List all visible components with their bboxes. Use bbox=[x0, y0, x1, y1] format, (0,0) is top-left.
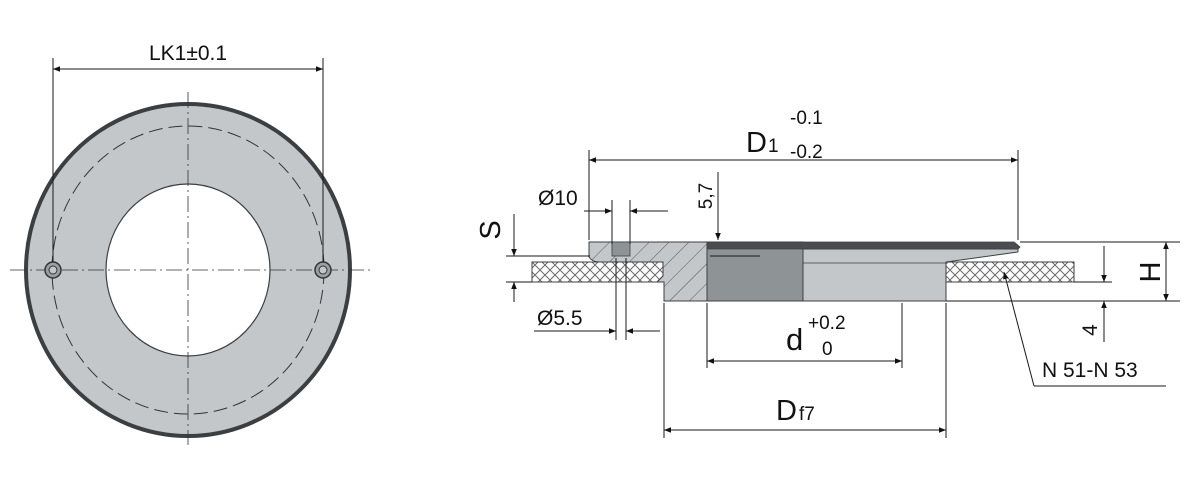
h-label: H bbox=[1135, 262, 1167, 283]
seal-leader-diagonal bbox=[1003, 271, 1035, 387]
d-label: d bbox=[786, 322, 803, 357]
top-view: LK1±0.1 bbox=[10, 42, 370, 445]
bolt-hole-left bbox=[44, 261, 62, 279]
bolt-hole-right bbox=[314, 261, 332, 279]
lk1-label: LK1±0.1 bbox=[149, 42, 227, 65]
d55-label: Ø5.5 bbox=[537, 307, 583, 330]
seal-note: N 51-N 53 bbox=[1042, 359, 1138, 382]
d-upper-tolerance: +0.2 bbox=[808, 313, 846, 334]
df7-subscript: f7 bbox=[799, 404, 815, 425]
dim57-label: 5,7 bbox=[696, 183, 717, 209]
step-bore bbox=[611, 241, 631, 257]
four-label: 4 bbox=[1079, 324, 1102, 336]
seal-insert bbox=[706, 241, 804, 302]
section-view: D 1 -0.1 -0.2 5,7 S Ø10 Ø5.5 d +0.2 0 bbox=[475, 108, 1180, 438]
d1-subscript: 1 bbox=[768, 136, 779, 157]
ring-section-hatched bbox=[588, 241, 708, 302]
d1-upper-tolerance: -0.1 bbox=[790, 108, 823, 129]
d-lower-tolerance: 0 bbox=[822, 339, 833, 360]
s-label: S bbox=[475, 220, 507, 239]
mounting-plate-right bbox=[945, 261, 1075, 283]
d1-label: D bbox=[746, 127, 767, 159]
d1-lower-tolerance: -0.2 bbox=[790, 142, 823, 163]
mounting-plate-left bbox=[531, 261, 664, 283]
ring-top-strip bbox=[706, 241, 1021, 250]
df7-label: D bbox=[776, 395, 797, 427]
d10-label: Ø10 bbox=[538, 187, 578, 210]
